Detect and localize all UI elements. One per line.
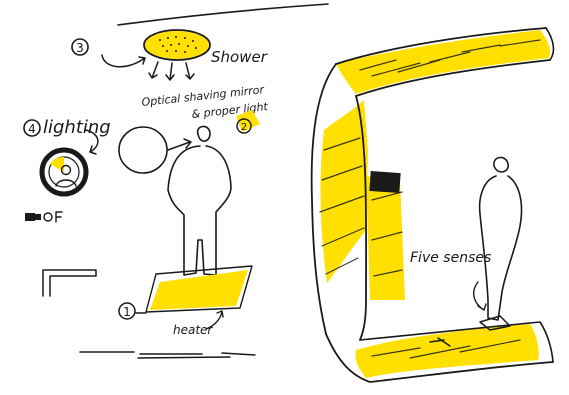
heater-highlight — [150, 270, 248, 310]
five-senses-label: Five senses — [410, 250, 491, 266]
water-arrow-1 — [149, 62, 158, 78]
standing-person — [168, 126, 231, 275]
person-body — [168, 146, 231, 275]
shower-pointer-arrow — [102, 55, 145, 67]
water-arrow-3 — [186, 63, 194, 79]
back-wall-highlight-center — [366, 176, 405, 300]
floor-lines — [80, 352, 255, 358]
switch-icon-3 — [44, 213, 52, 221]
number-4: 4 — [28, 122, 36, 136]
shelf-sketch — [43, 270, 96, 296]
shaving-mirror — [119, 127, 167, 173]
shower-head — [102, 30, 210, 80]
number-1: 1 — [123, 305, 131, 319]
side-person-body — [480, 176, 522, 320]
ceiling-line — [118, 4, 328, 25]
switch-icon-4 — [56, 212, 62, 222]
small-wall-icons — [25, 212, 62, 222]
heater-label: heater — [173, 323, 213, 337]
water-arrow-2 — [166, 63, 174, 80]
side-person-arrow — [474, 282, 486, 310]
shower-label: Shower — [211, 48, 268, 66]
right-sketch: Five senses — [312, 28, 554, 382]
person-head — [198, 126, 210, 141]
lighting-label: lighting — [43, 117, 111, 138]
switch-icon-1 — [25, 213, 35, 221]
left-sketch: 3 Shower Optical shaving mirror & proper… — [24, 4, 328, 358]
mirror-label-line2: & proper light — [191, 100, 269, 121]
number-2: 2 — [241, 122, 247, 133]
round-lit-mirror — [42, 150, 86, 194]
standing-person-side — [474, 157, 522, 330]
switch-icon-2 — [35, 214, 41, 220]
number-3: 3 — [76, 41, 84, 55]
shower-highlight — [145, 31, 209, 59]
side-person-head — [494, 157, 508, 172]
wall-panel — [369, 171, 400, 193]
